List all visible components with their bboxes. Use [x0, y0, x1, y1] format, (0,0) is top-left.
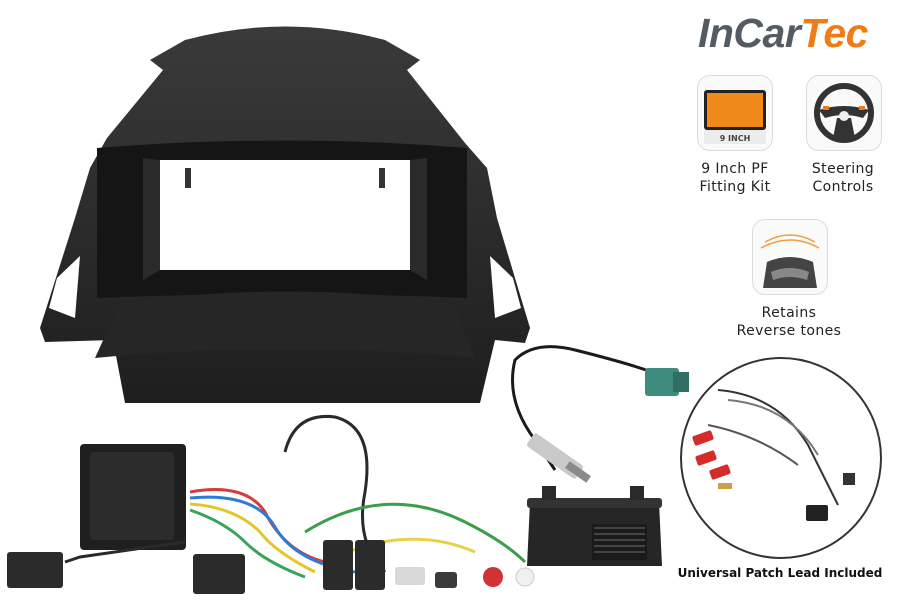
- interface-module-image: [80, 444, 186, 550]
- brand-logo-part1: InCar: [698, 10, 801, 56]
- aerial-adapter-image: [511, 345, 689, 483]
- fascia-panel-image: [40, 26, 530, 403]
- screen-9-inch-icon: 9 INCH: [697, 75, 773, 151]
- patch-lead-caption: Universal Patch Lead Included: [677, 566, 883, 580]
- feature-reverse-label: Retains Reverse tones: [722, 304, 856, 340]
- feature-fitting-kit-line2: Fitting Kit: [699, 179, 771, 195]
- feature-steering-line2: Controls: [812, 179, 874, 195]
- feature-reverse-line1: Retains: [761, 305, 817, 321]
- reverse-camera-icon: [752, 219, 828, 295]
- amplifier-module-image: [527, 486, 662, 566]
- steering-wheel-icon: [806, 75, 882, 151]
- feature-steering-label: Steering Controls: [788, 160, 898, 196]
- patch-lead-image: [680, 357, 882, 559]
- feature-steering-line1: Steering: [811, 161, 875, 177]
- feature-reverse-line2: Reverse tones: [736, 323, 842, 339]
- brand-logo: InCarTec: [698, 10, 868, 57]
- feature-fitting-kit-label: 9 Inch PF Fitting Kit: [680, 160, 790, 196]
- steering-interface-harness-image: [7, 414, 535, 594]
- feature-fitting-kit-line1: 9 Inch PF: [701, 161, 769, 177]
- brand-logo-part2: Tec: [800, 10, 868, 56]
- screen-size-label: 9 INCH: [719, 134, 751, 143]
